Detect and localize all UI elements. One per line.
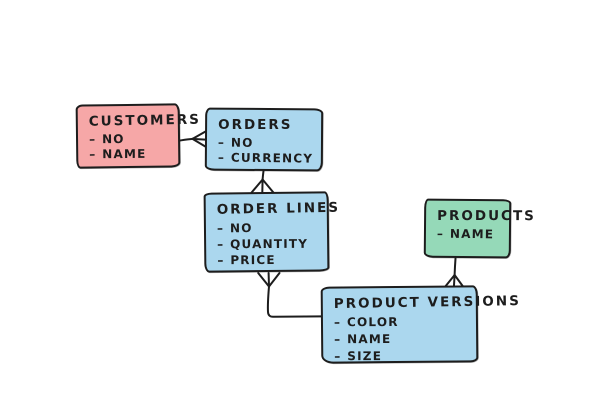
entity-attribute: –NO (217, 220, 317, 237)
attribute-label: COLOR (346, 315, 399, 330)
bullet-dash: – (436, 226, 445, 241)
entity-attribute: –QUANTITY (217, 236, 317, 253)
relationship-products-product-versions[interactable] (442, 257, 466, 290)
bullet-dash: – (88, 132, 97, 147)
entity-title: ORDERS (218, 117, 293, 134)
bullet-dash: – (334, 332, 342, 347)
attribute-label: NAME (347, 332, 392, 347)
entity-order-lines[interactable]: ORDER LINES –NO –QUANTITY –PRICE (203, 191, 341, 273)
bullet-dash: – (217, 253, 225, 268)
entity-attribute: –NAME (334, 331, 466, 348)
entity-attribute: –COLOR (334, 314, 466, 331)
entity-attribute: –NAME (89, 147, 168, 163)
entity-products[interactable]: PRODUCTS –NAME (423, 198, 536, 259)
entity-title: CUSTOMERS (88, 111, 202, 130)
attribute-label: NO (230, 135, 254, 150)
entity-attribute: –PRICE (217, 252, 317, 269)
bullet-dash: – (217, 135, 226, 150)
attribute-label: PRICE (230, 252, 276, 268)
entity-attribute: –NO (218, 135, 311, 151)
relationship-orders-order-lines[interactable] (250, 170, 275, 194)
attribute-label: NO (101, 132, 125, 147)
attribute-list: –NO –QUANTITY –PRICE (217, 219, 317, 268)
entity-title: PRODUCT VERSIONS (333, 293, 521, 313)
relationship-order-lines-product-versions[interactable] (257, 272, 323, 318)
attribute-list: –NO –CURRENCY (217, 135, 314, 167)
entity-attribute: –SIZE (334, 348, 466, 365)
entity-attribute: –NO (89, 132, 168, 148)
relationship-customers-orders[interactable] (179, 130, 207, 148)
bullet-dash: – (216, 221, 225, 236)
attribute-label: NAME (449, 226, 495, 242)
attribute-label: NAME (102, 146, 147, 162)
entity-product-versions[interactable]: PRODUCT VERSIONS –COLOR –NAME –SIZE (320, 285, 521, 365)
entity-attribute: –CURRENCY (217, 150, 314, 166)
entity-attribute: –NAME (437, 227, 499, 243)
attribute-label: SIZE (347, 349, 383, 364)
attribute-list: –COLOR –NAME –SIZE (334, 313, 466, 365)
bullet-dash: – (89, 147, 97, 162)
attribute-label: QUANTITY (230, 236, 309, 252)
entity-customers[interactable]: CUSTOMERS –NO –NAME (75, 103, 202, 169)
attribute-label: NO (229, 221, 253, 236)
bullet-dash: – (217, 150, 226, 165)
attribute-label: CURRENCY (230, 150, 314, 166)
bullet-dash: – (334, 349, 342, 364)
bullet-dash: – (217, 237, 225, 252)
entity-title: ORDER LINES (216, 199, 341, 218)
entity-title: PRODUCTS (437, 207, 536, 225)
bullet-dash: – (333, 315, 342, 330)
attribute-list: –NAME (437, 227, 499, 243)
attribute-list: –NO –NAME (89, 132, 168, 163)
entity-orders[interactable]: ORDERS –NO –CURRENCY (204, 107, 324, 172)
